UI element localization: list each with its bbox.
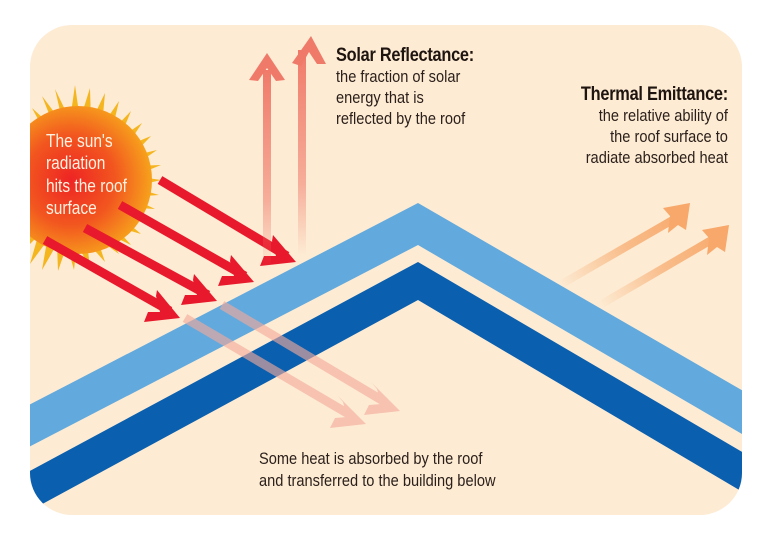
sun-caption-line: hits the roof [46,175,127,196]
roof-inner-band [30,262,742,515]
thermal-emittance-line: radiate absorbed heat [585,147,728,167]
solar-reflectance-line: reflected by the roof [336,108,466,128]
reflected-arrows [249,36,326,270]
sun-icon [30,85,161,271]
emitted-heat-arrows [558,203,729,309]
thermal-emittance-line: the roof surface to [610,126,728,146]
absorbed-heat-line: and transferred to the building below [259,471,496,491]
thermal-emittance-title: Thermal Emittance: [580,84,728,105]
sun-caption-line: radiation [46,153,106,174]
sun-caption-line: surface [46,197,97,218]
solar-reflectance-label: Solar Reflectance: the fraction of solar… [336,44,496,129]
solar-reflectance-line: energy that is [336,87,424,107]
sun-caption-line: The sun's [46,131,113,151]
solar-reflectance-title: Solar Reflectance: [336,45,474,66]
absorbed-heat-line: Some heat is absorbed by the roof [259,449,483,468]
roof-outer-band [30,203,742,462]
absorbed-arrows [182,301,400,428]
thermal-emittance-label: Thermal Emittance: the relative ability … [557,83,728,168]
absorbed-heat-label: Some heat is absorbed by the roof and tr… [259,448,534,492]
sun-caption: The sun's radiation hits the roof surfac… [46,130,140,219]
solar-reflectance-line: the fraction of solar [336,67,461,87]
thermal-emittance-line: the relative ability of [598,106,728,126]
